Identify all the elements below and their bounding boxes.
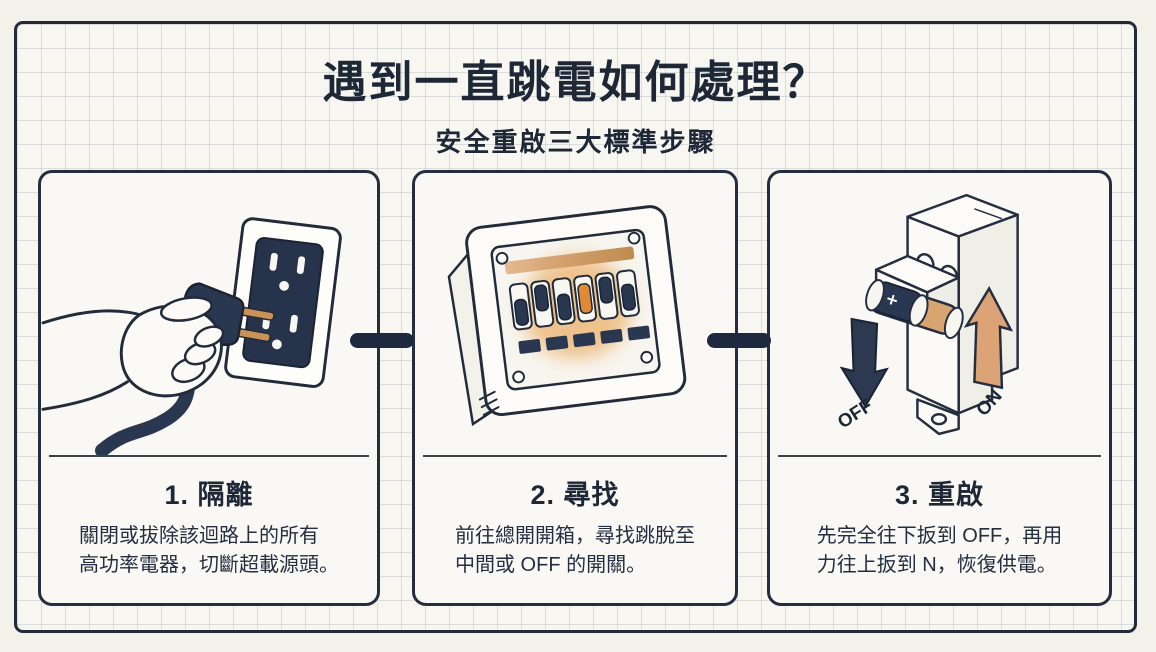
step-card-2: 2. 尋找 前往總開開箱，尋找跳脫至 中間或 OFF 的開關。: [412, 170, 738, 606]
card-divider: [778, 455, 1101, 457]
hand-icon: [41, 296, 225, 411]
step-3-description: 先完全往下扳到 OFF，再用 力往上扳到 N，恢復供電。: [816, 525, 1063, 576]
step-1-caption: 1. 隔離 關閉或拔除該迴路上的所有 高功率電器，切斷超載源頭。: [41, 457, 377, 603]
breaker-panel-illustration-icon: [447, 205, 687, 427]
page-subtitle: 安全重啟三大標準步驟: [435, 127, 716, 157]
step-connector-line-2: [707, 333, 771, 348]
page-title: 遇到一直跳電如何處理？: [322, 58, 829, 107]
breaker-panel-icon: [447, 205, 687, 427]
step-3-illustration: OFF ON: [770, 173, 1109, 455]
step-connector-line-1: [350, 333, 414, 348]
step-card-3: OFF ON 3. 重啟 先完全往下扳到 OFF，再用 力往上扳到 N，恢復供電…: [767, 170, 1112, 606]
circuit-breaker-icon: [865, 193, 1019, 436]
step-2-description: 前往總開開箱，尋找跳脫至 中間或 OFF 的開關。: [455, 525, 695, 576]
step-3-caption: 3. 重啟 先完全往下扳到 OFF，再用 力往上扳到 N，恢復供電。: [770, 457, 1109, 603]
step-2-caption: 2. 尋找 前往總開開箱，尋找跳脫至 中間或 OFF 的開關。: [415, 457, 735, 603]
card-divider: [423, 455, 727, 457]
step-2-illustration: [415, 173, 735, 455]
panel-screws: [495, 231, 654, 384]
step-card-1: 1. 隔離 關閉或拔除該迴路上的所有 高功率電器，切斷超載源頭。: [38, 170, 380, 606]
unplug-illustration-icon: [41, 217, 342, 455]
tripped-breaker-switch: [577, 283, 593, 315]
step-1-heading: 1. 隔離: [164, 480, 254, 510]
step-1-description: 關閉或拔除該迴路上的所有 高功率電器，切斷超載源頭。: [79, 525, 339, 576]
step-2-heading: 2. 尋找: [530, 480, 620, 510]
breaker-toggle: [865, 279, 964, 340]
step-3-heading: 3. 重啟: [894, 480, 985, 510]
on-up-arrow-icon: [963, 285, 1014, 390]
card-divider: [49, 455, 369, 457]
off-down-arrow-icon: [839, 317, 889, 409]
circuit-breaker-illustration-icon: OFF ON: [833, 193, 1019, 436]
step-1-illustration: [41, 173, 377, 455]
grid-paper-background: 遇到一直跳電如何處理？ 安全重啟三大標準步驟: [14, 21, 1137, 633]
